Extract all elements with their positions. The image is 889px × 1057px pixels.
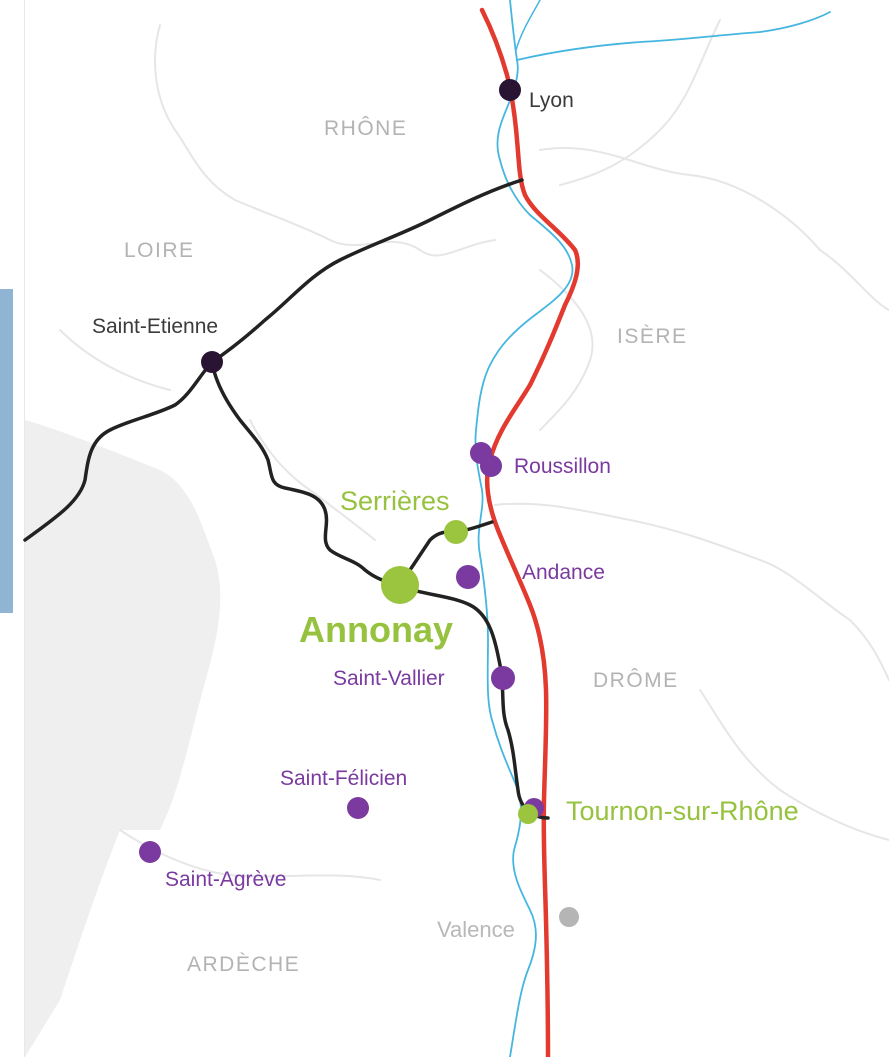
city-label-andance: Andance [522,561,605,584]
marker-serrieres[interactable] [444,520,468,544]
region-label-isere: ISÈRE [617,325,688,348]
city-label-saint-agreve: Saint-Agrève [165,868,287,891]
frame-divider [24,0,25,1057]
road-annonay-tournon [398,583,550,820]
side-panel [0,289,13,613]
marker-saint-agreve[interactable] [139,841,161,863]
marker-valence[interactable] [559,907,579,927]
marker-saint-vallier[interactable] [491,666,515,690]
marker-tournon[interactable] [518,804,538,824]
region-label-loire: LOIRE [124,239,195,262]
city-label-lyon: Lyon [529,89,574,112]
markers [139,79,579,927]
city-label-roussillon: Roussillon [514,455,611,478]
city-label-tournon: Tournon-sur-Rhône [566,796,799,826]
road-saint-etienne-annonay [210,360,402,587]
region-label-drome: DRÔME [593,669,679,692]
border-loire-ardeche [59,329,376,541]
city-label-annonay: Annonay [299,609,454,650]
highway-a7 [479,7,581,1057]
region-label-rhone: RHÔNE [324,117,408,140]
marker-lyon[interactable] [499,79,521,101]
border-rhone-loire [154,24,496,257]
road-saint-etienne-west [23,360,214,542]
marker-andance[interactable] [456,565,480,589]
shaded-area [25,420,221,1057]
city-label-saint-felicien: Saint-Félicien [280,767,408,790]
river-branch [515,0,541,51]
city-label-serrieres: Serrières [340,486,450,516]
border-drome-east [699,689,889,841]
road-lyon-saint-etienne [210,178,524,364]
marker-saint-etienne[interactable] [201,351,223,373]
border-isere-drome [494,502,889,681]
border-rhone-east [559,19,721,186]
border-isere-north [539,146,889,311]
city-label-saint-etienne: Saint-Etienne [92,315,219,338]
rhone-river [474,0,574,1057]
city-label-saint-vallier: Saint-Vallier [333,667,445,690]
marker-saint-felicien[interactable] [347,797,369,819]
marker-annonay[interactable] [381,566,419,604]
tributary-river [516,11,831,61]
marker-roussillon-2[interactable] [480,455,502,477]
city-label-valence: Valence [437,917,515,942]
region-label-ardeche: ARDÈCHE [187,953,301,976]
